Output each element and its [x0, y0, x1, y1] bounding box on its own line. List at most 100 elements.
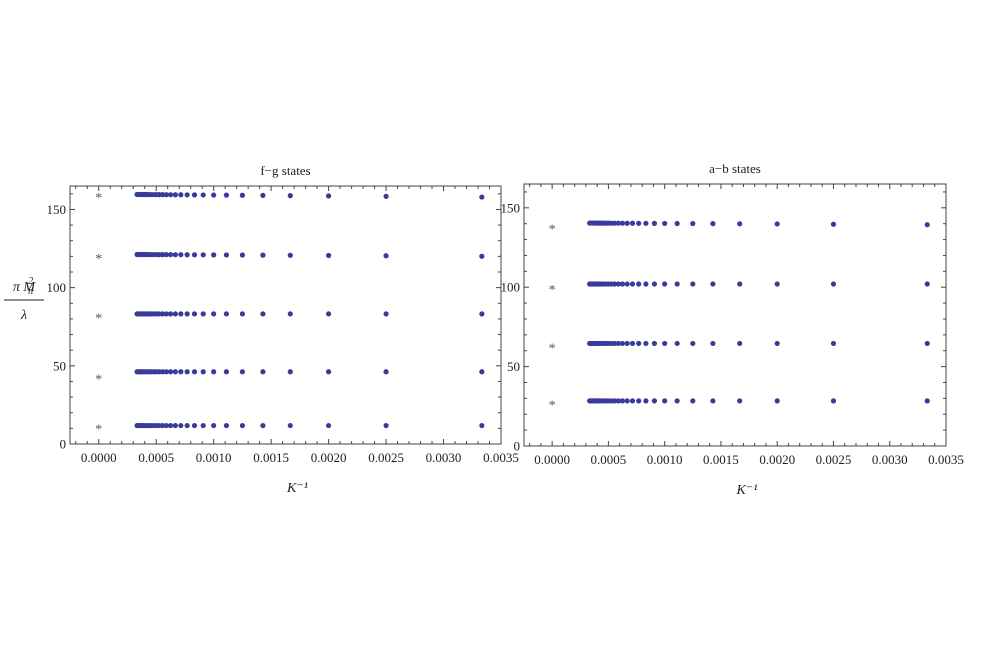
data-point — [159, 369, 166, 375]
data-point — [479, 369, 485, 375]
data-point — [172, 369, 178, 375]
data-point — [643, 340, 649, 347]
data-point — [200, 311, 206, 317]
data-point — [629, 398, 636, 404]
data-point — [239, 252, 245, 258]
data-point — [159, 192, 166, 198]
data-point — [690, 281, 696, 287]
data-point — [643, 398, 649, 404]
data-point — [612, 340, 618, 347]
data-point — [260, 192, 266, 199]
y-axis-label: π Mn2 λ — [4, 276, 44, 323]
data-point — [662, 340, 668, 347]
data-point — [172, 192, 178, 198]
continuum-marker: * — [95, 372, 102, 387]
x-tick-label: 0.0035 — [928, 452, 964, 467]
data-point — [479, 311, 485, 317]
data-point — [167, 252, 174, 258]
data-point — [239, 311, 245, 317]
data-point — [710, 340, 716, 347]
data-point — [651, 220, 658, 226]
data-point — [287, 252, 293, 258]
data-point — [636, 220, 642, 226]
data-point — [260, 369, 266, 375]
data-point — [737, 340, 743, 347]
data-point — [710, 281, 716, 287]
y-tick-label: 100 — [501, 280, 521, 295]
data-point — [191, 311, 198, 317]
data-point — [643, 220, 649, 226]
data-point — [211, 422, 217, 429]
data-point — [830, 398, 837, 404]
data-point — [163, 369, 169, 375]
data-point — [184, 311, 190, 317]
x-tick-label: 0.0015 — [703, 452, 739, 467]
chart-title: a−b states — [709, 161, 761, 176]
data-point — [662, 220, 668, 227]
x-axis-label: K⁻¹ — [736, 483, 758, 498]
data-point — [690, 340, 696, 347]
data-point — [159, 311, 166, 317]
data-point — [239, 422, 245, 429]
y-tick-label: 50 — [53, 358, 66, 373]
data-point — [260, 311, 266, 317]
data-point — [287, 422, 293, 429]
continuum-marker: * — [95, 422, 102, 437]
data-point — [710, 221, 716, 227]
data-point — [200, 192, 206, 198]
plot-frame — [69, 185, 502, 445]
data-point — [674, 281, 680, 287]
data-point — [239, 369, 245, 375]
data-point — [223, 422, 230, 429]
data-point — [615, 340, 621, 347]
data-point — [167, 311, 174, 317]
data-point — [223, 252, 230, 258]
data-point — [178, 192, 184, 198]
data-point — [167, 369, 174, 375]
data-point — [383, 422, 389, 429]
data-point — [211, 369, 217, 375]
data-point — [191, 192, 198, 198]
x-tick-label: 0.0025 — [368, 450, 404, 465]
data-point — [326, 422, 332, 429]
data-point — [624, 398, 630, 404]
data-point — [287, 311, 293, 317]
data-point — [624, 340, 630, 347]
data-point — [223, 369, 230, 375]
x-tick-label: 0.0025 — [816, 452, 852, 467]
data-point — [629, 281, 636, 287]
data-point — [178, 369, 184, 375]
plot-frame — [523, 183, 947, 447]
data-point — [163, 311, 169, 317]
data-point — [178, 311, 184, 317]
continuum-marker: * — [549, 399, 556, 414]
y-tick-label: 150 — [47, 202, 67, 217]
y-tick-label: 150 — [501, 200, 521, 215]
data-point — [178, 422, 184, 429]
data-point — [615, 398, 621, 404]
data-point — [172, 252, 178, 258]
data-point — [287, 369, 293, 375]
data-point — [191, 252, 198, 258]
data-point — [619, 398, 626, 404]
chart-title: f−g states — [260, 163, 310, 178]
x-tick-label: 0.0030 — [426, 450, 462, 465]
data-point — [167, 422, 174, 429]
x-tick-label: 0.0015 — [253, 450, 289, 465]
data-point — [774, 398, 780, 404]
data-point — [200, 252, 206, 258]
data-point — [326, 252, 332, 259]
data-point — [191, 369, 198, 375]
data-point — [383, 369, 389, 375]
data-point — [830, 340, 837, 347]
data-point — [260, 422, 266, 429]
data-point — [287, 193, 293, 199]
x-tick-label: 0.0000 — [81, 450, 117, 465]
data-point — [200, 369, 206, 375]
continuum-marker: * — [95, 311, 102, 326]
data-point — [383, 253, 389, 259]
data-point — [223, 311, 230, 317]
data-point — [326, 193, 332, 199]
